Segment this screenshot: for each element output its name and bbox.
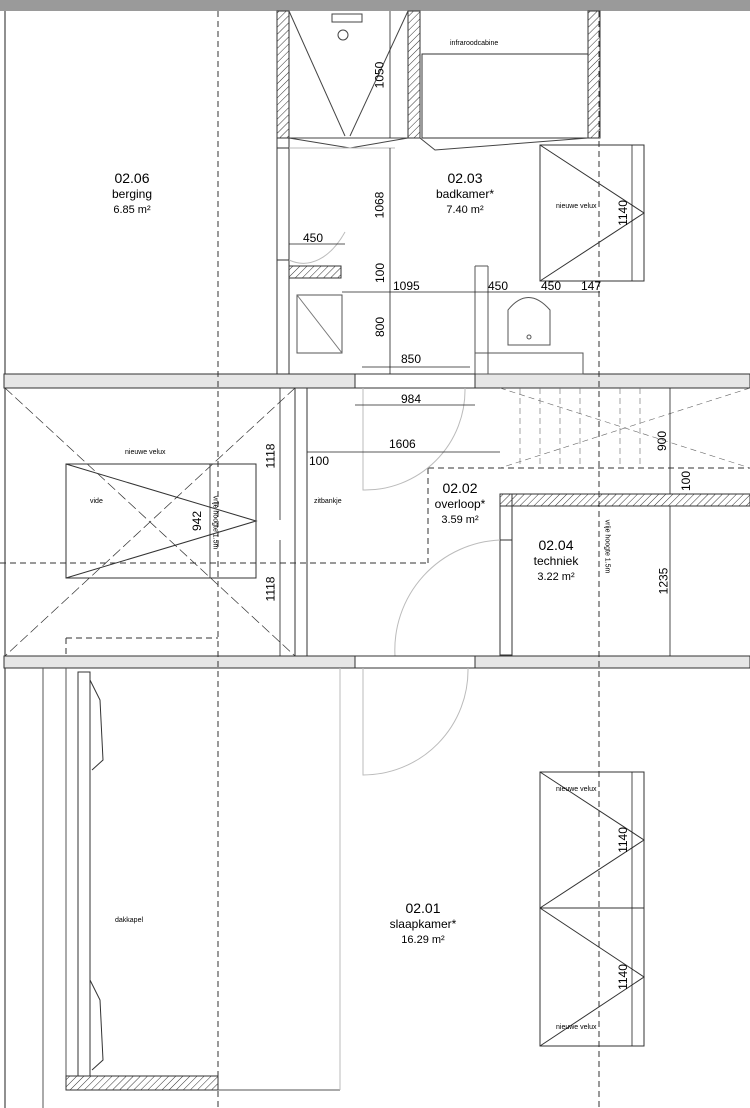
dim-1050: 1050 xyxy=(372,61,387,89)
dimension-lines xyxy=(209,11,671,1046)
dim-1118-lower: 1118 xyxy=(263,576,278,602)
sink xyxy=(296,294,343,354)
sink-diagonal xyxy=(296,294,343,354)
room-name: badkamer* xyxy=(435,187,495,201)
velux-bedroom-bottom-label: nieuwe velux xyxy=(556,1024,597,1031)
dim-1235: 1235 xyxy=(656,567,671,595)
dormer-label: dakkapel xyxy=(115,917,144,924)
infrared-cabin xyxy=(421,53,589,139)
room-area: 3.22 m² xyxy=(537,571,575,583)
free-height-left-label: vrije hoogte 1.5m xyxy=(211,495,219,550)
tech-wall-top xyxy=(499,493,750,507)
tech-door xyxy=(499,539,513,656)
room-area: 3.59 m² xyxy=(441,514,479,526)
velux-void-label: nieuwe velux xyxy=(125,449,166,456)
dim-800: 800 xyxy=(373,316,388,338)
grid-lines xyxy=(0,11,750,1108)
room-number: 02.06 xyxy=(114,170,150,186)
room-number: 02.03 xyxy=(447,170,483,186)
room-number: 02.02 xyxy=(442,480,478,496)
cabin-wall-right xyxy=(587,10,601,139)
bath-door-swing xyxy=(288,231,346,264)
room-name: techniek xyxy=(533,554,579,568)
room-0206: 02.06 berging 6.85 m² xyxy=(82,170,182,218)
room-0201: 02.01 slaapkamer* 16.29 m² xyxy=(373,900,473,948)
free-height-right-label: vrije hoogte 1.5m xyxy=(603,519,611,574)
dim-147: 147 xyxy=(581,279,602,293)
bath-door-opening xyxy=(276,147,290,261)
infrared-cabin-label: infraroodcabine xyxy=(450,40,499,47)
room-area: 16.29 m² xyxy=(401,934,445,946)
dim-942: 942 xyxy=(190,510,205,532)
dim-984: 984 xyxy=(401,392,422,406)
bedroom-wall-bottom xyxy=(65,1075,219,1091)
dim-900: 900 xyxy=(655,430,670,452)
top-edge-wall xyxy=(0,0,750,11)
dim-1095: 1095 xyxy=(393,279,420,293)
bath-bench xyxy=(474,352,584,375)
dim-100b: 100 xyxy=(309,454,330,468)
dim-1140-bedroom-top: 1140 xyxy=(615,827,630,853)
dim-1118-upper: 1118 xyxy=(263,443,278,469)
dim-100a: 100 xyxy=(373,262,388,284)
bedroom-door-swing xyxy=(362,667,469,776)
dim-450c: 450 xyxy=(541,279,562,293)
room-name: overloop* xyxy=(434,497,486,511)
room-area: 7.40 m² xyxy=(446,204,484,216)
velux-bath-label: nieuwe velux xyxy=(556,203,597,210)
room-number: 02.01 xyxy=(405,900,441,916)
velux-bath-window xyxy=(539,144,645,282)
room-area: 6.85 m² xyxy=(113,204,151,216)
dim-1140-bedroom-bottom: 1140 xyxy=(615,964,630,990)
bath-wall-left-upper xyxy=(276,10,290,139)
dim-450a: 450 xyxy=(303,231,324,245)
landing-door-swing xyxy=(362,387,466,491)
velux-bedroom-top-label: nieuwe velux xyxy=(556,786,597,793)
dim-100c: 100 xyxy=(679,470,694,492)
landing-door-top xyxy=(354,373,476,389)
room-0204: 02.04 techniek 3.22 m² xyxy=(506,537,606,585)
dim-1140-bath: 1140 xyxy=(615,200,630,226)
dim-450b: 450 xyxy=(488,279,509,293)
room-number: 02.04 xyxy=(538,537,574,553)
void-cross xyxy=(4,387,296,657)
tech-door-swing xyxy=(394,539,501,657)
room-0202: 02.02 overloop* 3.59 m² xyxy=(410,480,510,528)
stairs xyxy=(499,387,750,469)
bedroom-door xyxy=(354,655,476,669)
velux-bedroom-bottom xyxy=(539,907,645,1047)
dim-850: 850 xyxy=(401,352,422,366)
shower xyxy=(288,10,409,139)
void-label: vide xyxy=(90,498,103,505)
shower-wall-right xyxy=(407,10,421,139)
dormer-window xyxy=(77,671,104,1077)
seat-label: zitbankje xyxy=(314,498,342,505)
dim-1606: 1606 xyxy=(389,437,416,451)
room-0203: 02.03 badkamer* 7.40 m² xyxy=(415,170,515,218)
dim-1068: 1068 xyxy=(372,191,387,219)
velux-void-window xyxy=(65,463,258,579)
room-name: slaapkamer* xyxy=(389,917,457,931)
bath-inner-wall xyxy=(288,265,342,279)
room-name: berging xyxy=(111,187,153,201)
toilet xyxy=(507,297,551,346)
